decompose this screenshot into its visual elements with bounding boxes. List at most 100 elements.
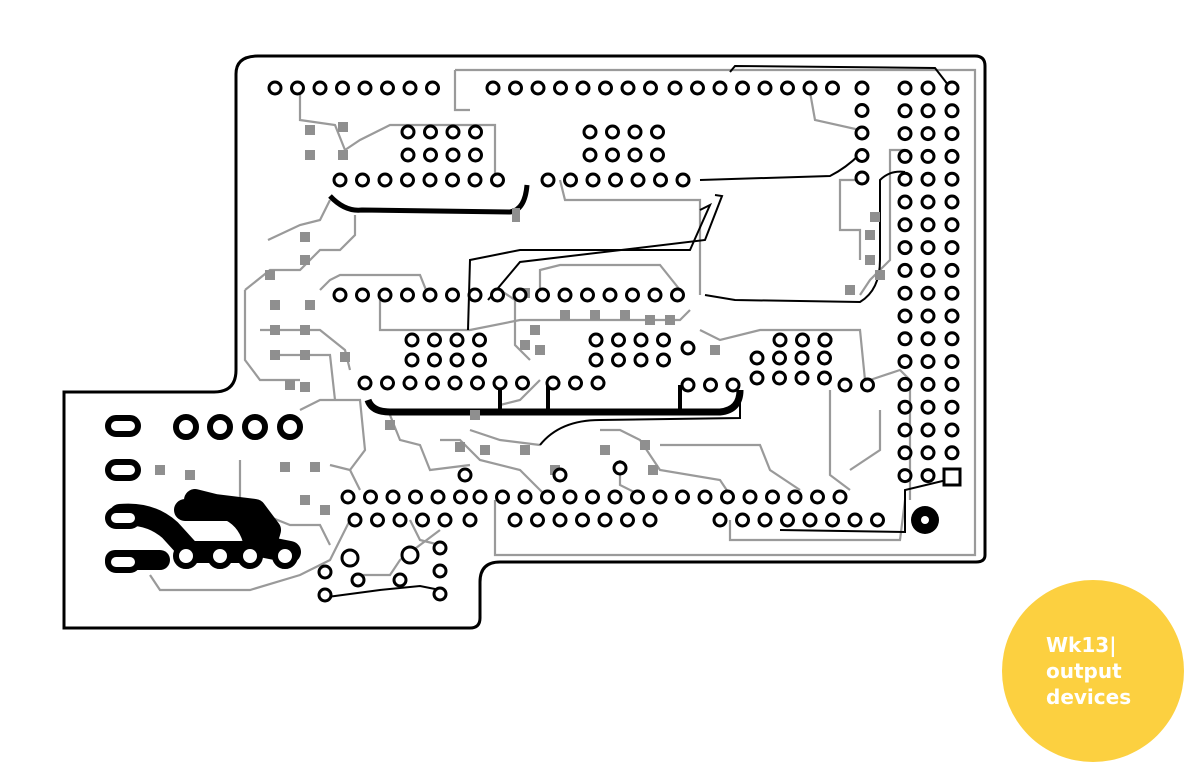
pad	[432, 540, 448, 556]
trace	[243, 290, 300, 382]
pad	[445, 287, 460, 303]
pad	[540, 489, 555, 505]
pad	[920, 103, 936, 119]
trace	[409, 519, 441, 547]
pad	[404, 332, 420, 348]
pad	[690, 80, 705, 96]
pad	[667, 80, 683, 96]
pad	[650, 147, 665, 163]
pad	[553, 80, 568, 96]
pad	[944, 80, 960, 96]
pad	[854, 80, 870, 96]
pad	[757, 80, 773, 96]
pad	[920, 376, 936, 392]
smd-pad	[270, 300, 280, 310]
pad	[825, 80, 840, 96]
smd-pad	[300, 325, 310, 335]
pad	[363, 489, 378, 505]
pad	[470, 375, 485, 391]
trace	[149, 519, 351, 592]
pad	[757, 512, 773, 528]
pad	[765, 489, 780, 505]
pad	[432, 586, 448, 602]
pad	[575, 80, 591, 96]
pad	[860, 377, 875, 393]
pad	[400, 287, 415, 303]
smd-pad	[300, 350, 310, 360]
pad	[920, 80, 936, 96]
smd-pad	[300, 255, 310, 265]
pad	[897, 445, 913, 461]
pad	[400, 147, 416, 163]
pad	[607, 489, 623, 505]
pad	[552, 512, 568, 528]
smd-pad	[665, 315, 675, 325]
pad	[944, 308, 960, 324]
pad	[794, 370, 810, 386]
power-traces	[319, 64, 956, 599]
pad	[837, 377, 853, 393]
pad	[608, 172, 623, 188]
pad	[582, 147, 598, 163]
pad	[825, 512, 840, 528]
pad	[832, 489, 848, 505]
smd-pad	[480, 445, 490, 455]
pad	[944, 285, 960, 301]
pad	[817, 350, 832, 366]
pad	[597, 512, 613, 528]
pad	[795, 332, 810, 348]
pad	[847, 512, 863, 528]
pad	[605, 124, 620, 140]
pad	[944, 445, 960, 461]
pad	[944, 217, 960, 233]
pad	[377, 172, 393, 188]
pad	[897, 308, 913, 324]
pad	[633, 332, 649, 348]
pad	[290, 80, 305, 96]
pad	[355, 172, 370, 188]
smd-pad	[520, 445, 530, 455]
trace	[499, 379, 541, 407]
pad	[897, 240, 913, 256]
pad	[652, 489, 668, 505]
pad	[563, 172, 578, 188]
smd-pad	[530, 325, 540, 335]
trace	[499, 289, 531, 361]
pad	[485, 80, 501, 96]
pad	[512, 287, 528, 303]
pad	[427, 332, 442, 348]
pad	[712, 80, 728, 96]
pad	[598, 80, 613, 96]
pad	[590, 375, 606, 391]
mounting-hole	[911, 467, 962, 534]
pad	[468, 124, 483, 140]
trace	[280, 353, 337, 401]
pad	[468, 147, 483, 163]
pad	[897, 103, 913, 119]
pad	[585, 172, 601, 188]
pad	[445, 172, 460, 188]
pad	[588, 352, 604, 368]
pad	[422, 172, 438, 188]
smd-pad	[845, 285, 855, 295]
trace	[469, 309, 691, 332]
pad	[432, 563, 448, 579]
pad	[347, 512, 363, 528]
pad	[545, 375, 561, 391]
pad	[944, 422, 960, 438]
pad	[742, 489, 758, 505]
pad	[944, 354, 960, 370]
trace	[728, 499, 907, 542]
trace	[838, 178, 862, 260]
pad	[944, 331, 960, 347]
pad	[897, 80, 913, 96]
pad	[780, 80, 795, 96]
pad	[317, 564, 333, 580]
pad	[897, 217, 913, 233]
pad	[944, 376, 960, 392]
pad	[540, 172, 556, 188]
pad	[445, 147, 461, 163]
pad	[490, 172, 505, 188]
pad	[392, 572, 408, 588]
pad	[490, 287, 505, 303]
